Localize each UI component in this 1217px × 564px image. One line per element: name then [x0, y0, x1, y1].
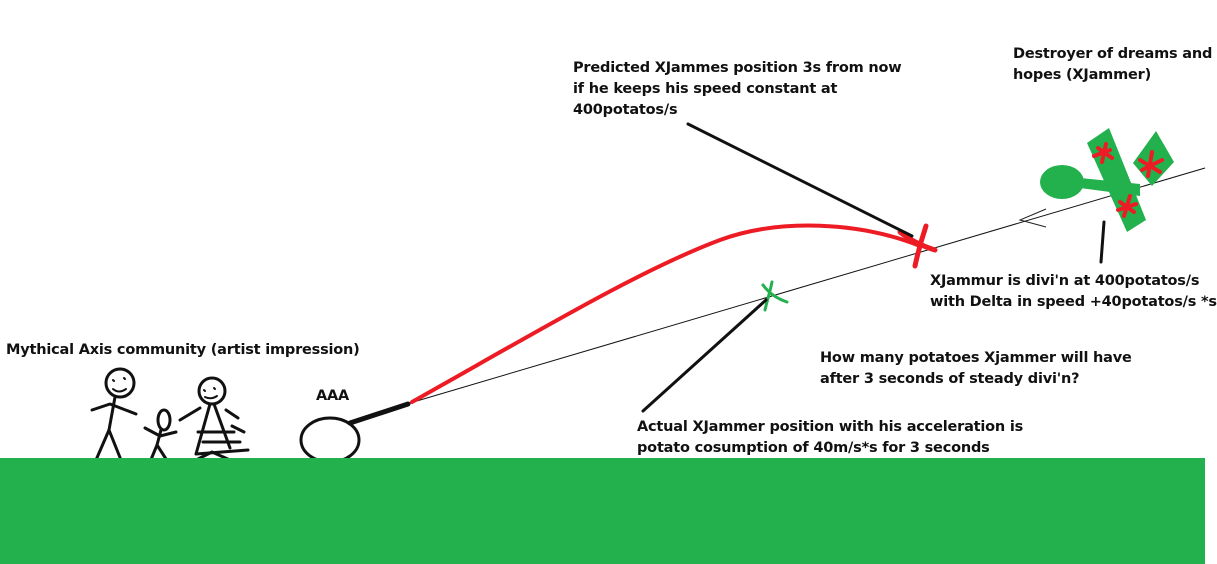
predicted-pointer-line	[686, 122, 914, 238]
predicted-line-3: 400potatos/s	[573, 102, 678, 118]
community-label: Mythical Axis community (artist impressi…	[6, 342, 360, 358]
predicted-position-label: Predicted XJammes position 3s from now i…	[573, 58, 902, 121]
plane-pointer-line	[1099, 220, 1106, 264]
question-line-1: How many potatoes Xjammer will have	[820, 350, 1132, 366]
line-of-sight	[409, 167, 1206, 404]
anti-aircraft-gun-icon	[299, 401, 411, 464]
predicted-line-1: Predicted XJammes position 3s from now	[573, 60, 902, 76]
actual-line-2: potato cosumption of 40m/s*s for 3 secon…	[637, 440, 990, 456]
speed-line-2: with Delta in speed +40potatos/s *s	[930, 294, 1217, 310]
predicted-position-marker	[897, 223, 938, 269]
destroyer-line-2: hopes (XJammer)	[1013, 67, 1151, 83]
biplane-icon	[1040, 128, 1174, 232]
speed-label: XJammur is divi'n at 400potatos/s with D…	[930, 271, 1217, 313]
speed-line-1: XJammur is divi'n at 400potatos/s	[930, 273, 1200, 289]
question-line-2: after 3 seconds of steady divi'n?	[820, 371, 1080, 387]
ground	[0, 458, 1205, 564]
aaa-label: AAA	[316, 388, 350, 404]
actual-position-marker	[761, 280, 789, 312]
predicted-trajectory	[410, 223, 922, 404]
actual-position-label: Actual XJammer position with his acceler…	[637, 417, 1023, 459]
community-stick-figures-icon	[90, 367, 250, 464]
direction-arrow-icon	[1018, 208, 1047, 228]
predicted-line-2: if he keeps his speed constant at	[573, 81, 838, 97]
actual-line-1: Actual XJammer position with his acceler…	[637, 419, 1024, 435]
question-label: How many potatoes Xjammer will have afte…	[820, 348, 1132, 390]
destroyer-label: Destroyer of dreams and hopes (XJammer)	[1013, 44, 1212, 86]
destroyer-line-1: Destroyer of dreams and	[1013, 46, 1213, 62]
actual-pointer-line	[641, 298, 768, 413]
